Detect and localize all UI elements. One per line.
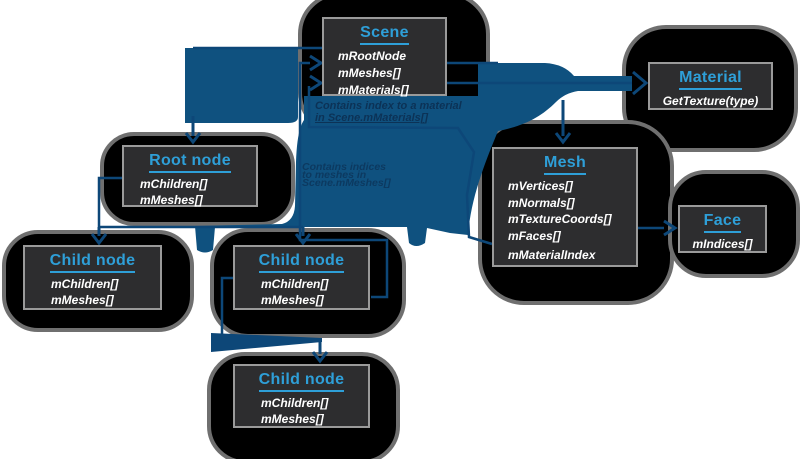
arrowhead-into-face (663, 219, 678, 237)
child-middle-title: Child node (235, 252, 368, 273)
field-childleft-mmeshes: mMeshes[] (51, 293, 114, 307)
field-childmiddle-mmeshes: mMeshes[] (261, 293, 324, 307)
arrow-root-to-childleft (90, 227, 108, 246)
material-title: Material (650, 69, 771, 90)
line-childmiddle-children (220, 276, 233, 338)
mesh-node: Mesh mVertices[] mNormals[] mTextureCoor… (492, 147, 638, 267)
field-mfaces: mFaces[] (508, 228, 561, 243)
material-index-annotation: Contains index to a material in Scene.mM… (315, 100, 485, 124)
field-childleft-mchildren: mChildren[] (51, 277, 119, 291)
scene-node: Scene mRootNode mMeshes[] mMaterials[] (322, 17, 447, 97)
line-childmeshes-to-scene (298, 61, 389, 299)
arrowhead-into-mmeshes (309, 54, 324, 72)
mesh-indices-annotation: Contains indices to meshes in Scene.mMes… (302, 161, 412, 189)
field-childmiddle-mchildren: mChildren[] (261, 277, 329, 291)
field-childbottom-mchildren: mChildren[] (261, 396, 329, 410)
annotation-line: Contains indices (302, 161, 387, 173)
child-node-bottom: Child node mChildren[] mMeshes[] (233, 364, 370, 428)
arrow-scene-to-rootnode (184, 116, 202, 145)
root-node-title: Root node (124, 152, 256, 173)
field-root-mchildren: mChildren[] (140, 177, 208, 191)
flow-swoosh-band (185, 48, 298, 123)
arrow-root-to-childmiddle (294, 227, 312, 246)
arrowhead-into-mmaterials (309, 74, 324, 92)
annotation-line: to meshes in (302, 169, 367, 181)
field-mmeshes: mMeshes[] (338, 66, 401, 80)
field-childbottom-mmeshes: mMeshes[] (261, 412, 324, 426)
field-gettexture: GetTexture(type) (662, 94, 759, 108)
field-mvertices: mVertices[] (508, 179, 573, 193)
child-bottom-title: Child node (235, 371, 368, 392)
field-mmaterials: mMaterials[] (338, 83, 409, 97)
line-root-children (97, 176, 303, 229)
flow-swoosh (195, 63, 632, 253)
line-mmaterialindex-to-scene (307, 86, 493, 246)
child-node-left: Child node mChildren[] mMeshes[] (23, 245, 162, 310)
field-mtexturecoords: mTextureCoords[] (508, 212, 612, 226)
field-mmaterialindex: mMaterialIndex (508, 248, 596, 262)
arrow-into-childbottom (311, 342, 329, 364)
arrowhead-into-material (632, 70, 649, 96)
material-node: Material GetTexture(type) (648, 62, 773, 110)
annotation-line: in Scene.mMaterials[] (315, 111, 429, 124)
field-mnormals: mNormals[] (508, 195, 575, 210)
root-node: Root node mChildren[] mMeshes[] (122, 145, 258, 207)
child-left-title: Child node (25, 252, 160, 273)
face-node: Face mIndices[] (678, 205, 767, 253)
arrow-scene-to-mesh (554, 100, 572, 145)
wedge-childmiddle-to-childbottom (211, 333, 322, 352)
field-mindices: mIndices[] (692, 237, 753, 251)
face-title: Face (680, 212, 765, 233)
mesh-title: Mesh (494, 154, 636, 175)
annotation-line: Scene.mMeshes[] (302, 177, 391, 189)
scene-title: Scene (324, 24, 445, 45)
field-root-mmeshes: mMeshes[] (140, 193, 203, 207)
annotation-line: Contains index to a material (315, 100, 462, 112)
field-mrootnode: mRootNode (338, 49, 406, 63)
child-node-middle: Child node mChildren[] mMeshes[] (233, 245, 370, 310)
